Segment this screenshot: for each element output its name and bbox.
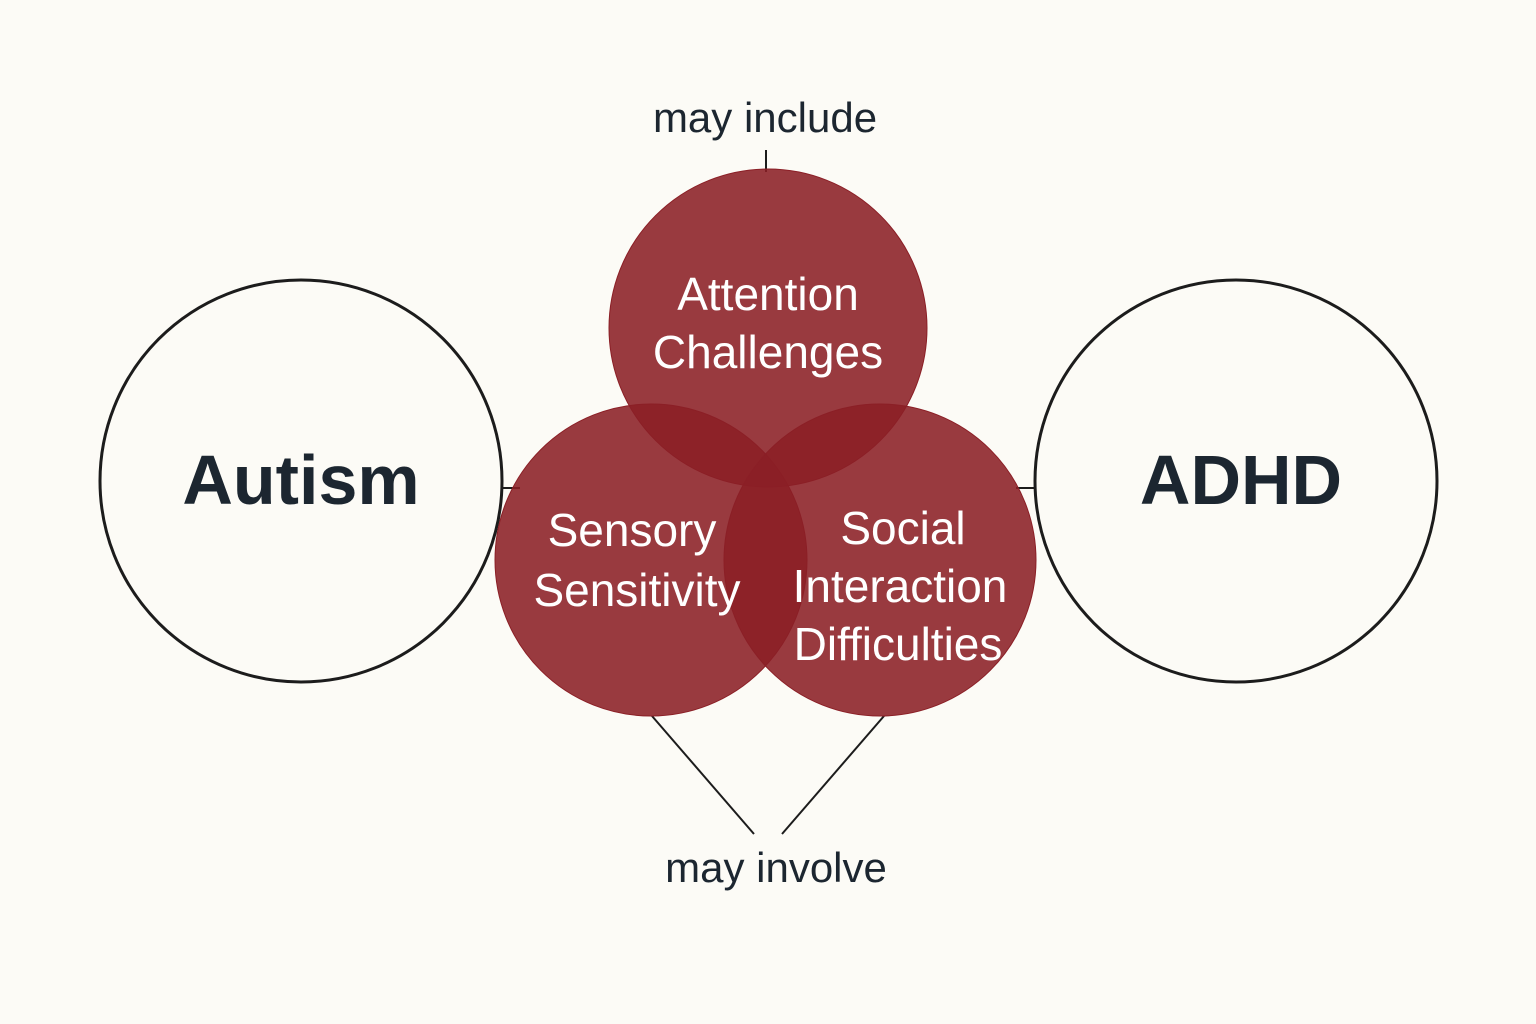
attention-label-line1: Attention bbox=[677, 268, 859, 320]
social-interaction-circle bbox=[723, 403, 1037, 717]
top-connector-label: may include bbox=[653, 94, 877, 141]
attention-label-line2: Challenges bbox=[653, 326, 883, 378]
bottom-connector-label: may involve bbox=[665, 844, 887, 891]
social-label-line1: Social bbox=[840, 502, 965, 554]
adhd-circle bbox=[1033, 278, 1439, 684]
adhd-label: ADHD bbox=[1140, 441, 1342, 519]
trait-circles bbox=[494, 168, 1037, 717]
bottom-left-connector-line bbox=[651, 715, 755, 835]
social-label-line2: Interaction bbox=[793, 560, 1008, 612]
sensory-label-line1: Sensory bbox=[548, 504, 717, 556]
autism-label: Autism bbox=[182, 441, 419, 519]
bottom-right-connector-line bbox=[781, 715, 885, 835]
autism-circle bbox=[98, 278, 504, 684]
social-label-line3: Difficulties bbox=[794, 618, 1003, 670]
sensory-label-line2: Sensitivity bbox=[533, 564, 740, 616]
